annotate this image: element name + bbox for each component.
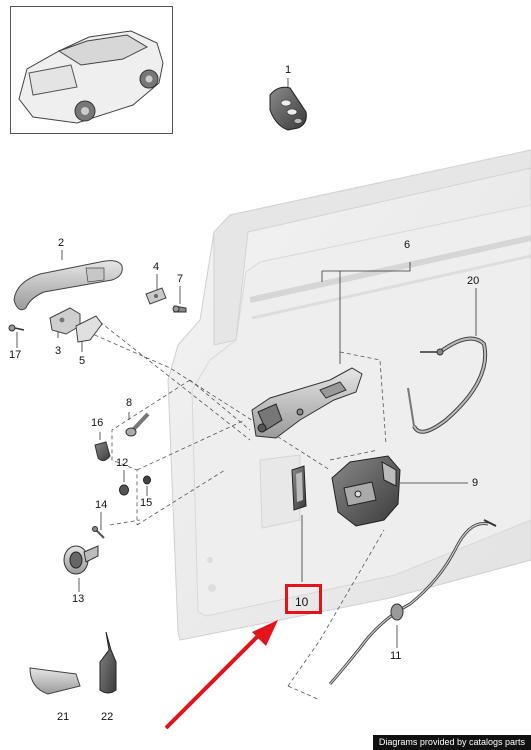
door-panel <box>167 149 531 641</box>
callout-20: 20 <box>467 275 480 287</box>
bolt <box>125 412 150 437</box>
callout-5: 5 <box>79 355 86 367</box>
callout-4: 4 <box>153 261 160 273</box>
callout-11: 11 <box>390 650 402 662</box>
callout-1: 1 <box>285 64 292 76</box>
door-lock <box>331 455 401 527</box>
callout-6: 6 <box>404 239 411 251</box>
release-cable <box>407 336 488 434</box>
cap <box>94 441 111 462</box>
inner-handle-assembly <box>251 367 363 439</box>
vehicle-thumbnail <box>10 6 173 134</box>
grease-tube <box>29 667 81 695</box>
callout-21: 21 <box>57 711 70 723</box>
callout-14: 14 <box>95 499 108 511</box>
clip-and-screw <box>145 287 187 313</box>
callout-7: 7 <box>177 273 184 285</box>
credit-banner: Diagrams provided by catalogs parts <box>372 735 531 750</box>
handle-carrier <box>49 307 103 343</box>
key-fob-icon <box>269 86 307 131</box>
callout-12: 12 <box>116 457 129 469</box>
outer-handle <box>13 260 123 311</box>
lock-screw <box>92 526 105 539</box>
callout-8: 8 <box>126 397 133 409</box>
callout-22: 22 <box>101 711 114 723</box>
oil-bottle <box>99 631 117 694</box>
dashed-leaders <box>55 317 387 701</box>
callout-17: 17 <box>9 349 22 361</box>
callout-3: 3 <box>55 345 62 357</box>
highlight-box <box>285 584 322 614</box>
callout-16: 16 <box>91 417 104 429</box>
solid-leaders <box>16 78 477 648</box>
grommet <box>143 475 151 485</box>
pointer-arrow <box>164 620 278 730</box>
callout-10: 10 <box>295 595 309 609</box>
callout-13: 13 <box>72 593 85 605</box>
callout-9: 9 <box>472 477 479 489</box>
small-screw <box>8 324 25 332</box>
callout-2: 2 <box>58 237 65 249</box>
lock-cylinder-cover <box>63 545 99 575</box>
lock-cable <box>328 519 497 685</box>
plug <box>119 484 129 496</box>
lock-bracket <box>291 465 307 511</box>
callout-15: 15 <box>140 497 153 509</box>
suv-car-icon <box>18 30 164 124</box>
